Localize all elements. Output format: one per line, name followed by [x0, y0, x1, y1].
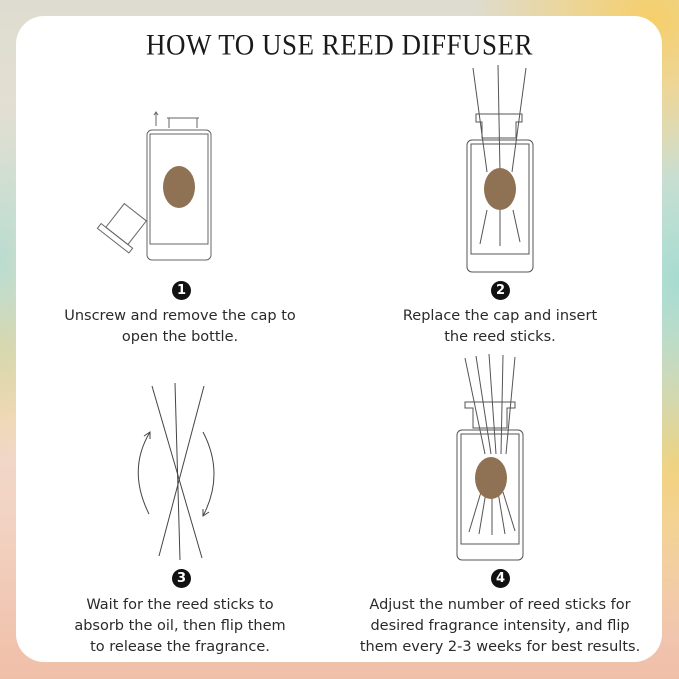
step-4-description: Adjust the number of reed sticks for des…: [359, 597, 641, 655]
instruction-card: [16, 16, 662, 662]
step-3-description: Wait for the reed sticks to absorb the o…: [74, 597, 286, 655]
bottle-cap-removed-illustration: [96, 111, 212, 261]
step-4-badge: 4: [491, 569, 510, 588]
bottle-with-cap-and-reeds-illustration: [466, 64, 534, 273]
step-1-description: Unscrew and remove the cap to open the b…: [64, 308, 296, 345]
step-2-badge: 2: [491, 281, 510, 300]
step-2-description: Replace the cap and insert the reed stic…: [402, 308, 598, 345]
step-3-badge: 3: [172, 569, 191, 588]
bottle-with-more-reeds-illustration: [456, 353, 524, 561]
label-oval: [475, 457, 507, 499]
step-1-badge: 1: [172, 281, 191, 300]
page-title: HOW TO USE REED DIFFUSER: [145, 28, 534, 62]
reed-sticks-flip-illustration: [137, 382, 215, 561]
label-oval: [163, 166, 195, 208]
label-oval: [484, 168, 516, 210]
